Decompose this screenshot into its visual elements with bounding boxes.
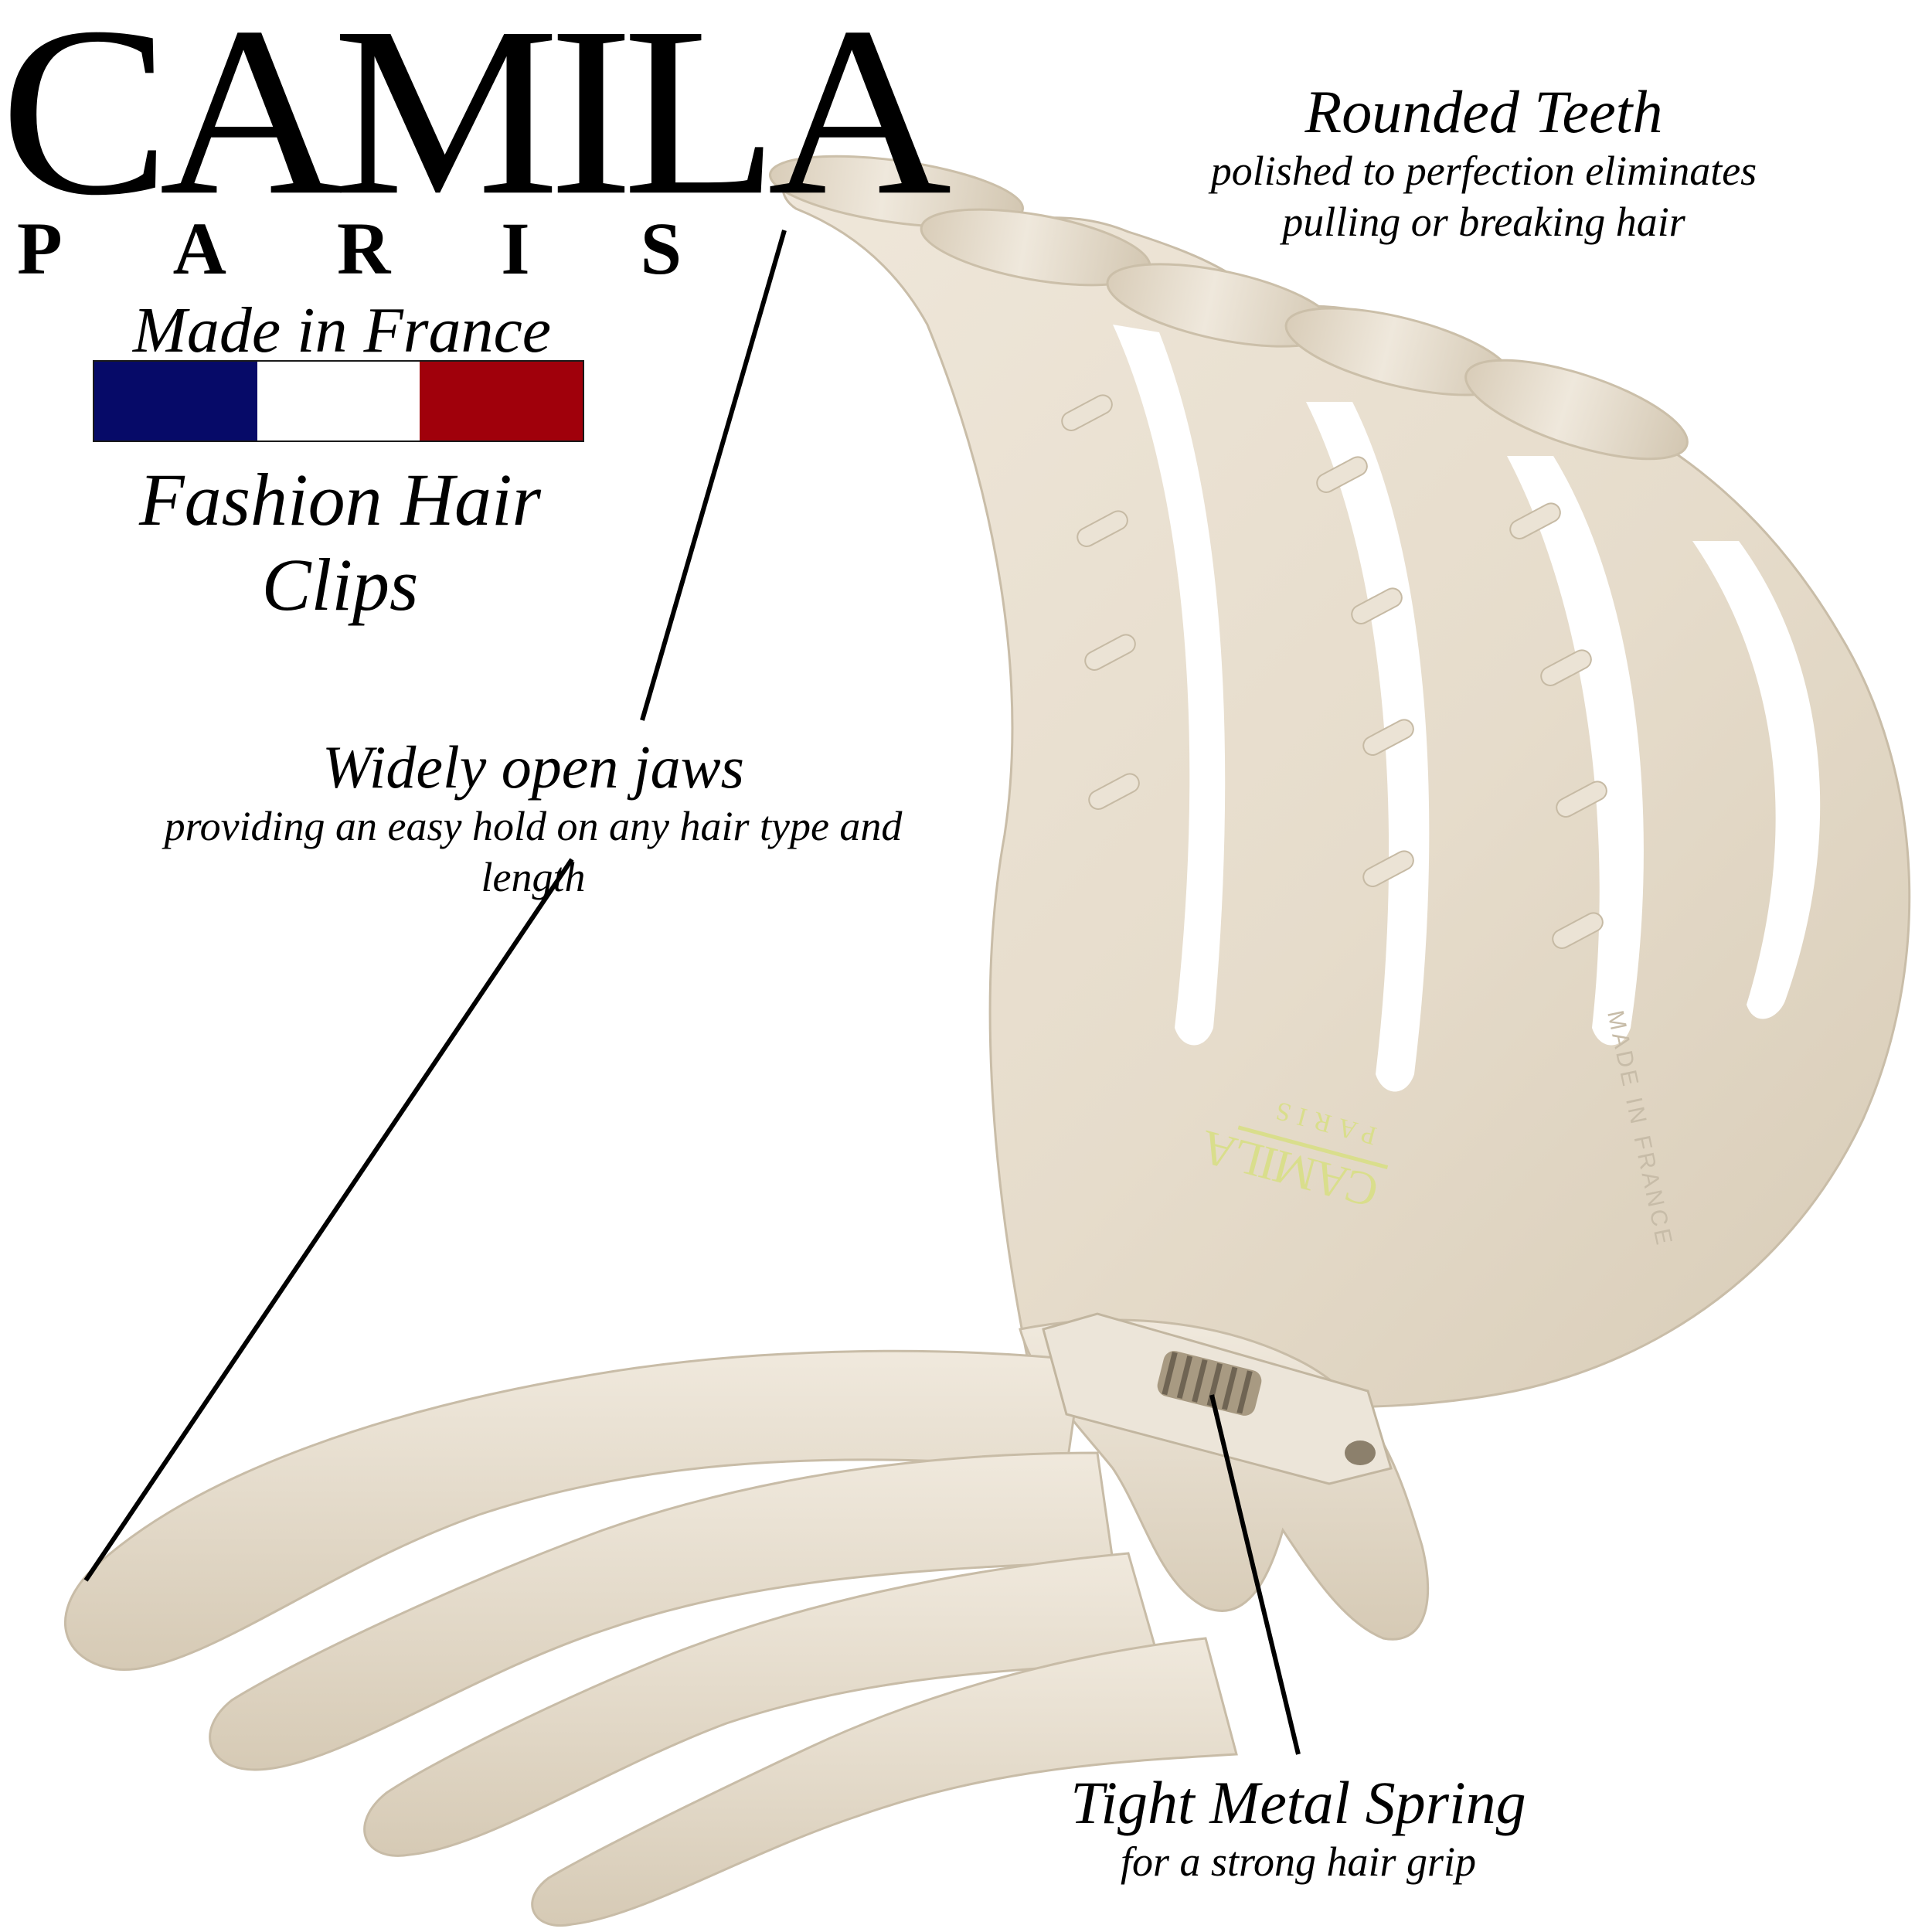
brand-city-letter: A	[172, 207, 226, 290]
callout-description: for a strong hair grip	[1120, 1838, 1477, 1885]
leader-line-spring	[1209, 1394, 1301, 1755]
callout-title: Tight Metal Spring	[1070, 1769, 1526, 1836]
callout-description: polished to perfection eliminates	[1210, 148, 1757, 194]
product-tagline: Fashion Hair Clips	[138, 458, 542, 626]
callout-rounded-teeth: Rounded Teeth polished to perfection eli…	[1206, 79, 1762, 247]
lower-jaw	[63, 1312, 1430, 1927]
brand-logo: CAMILA	[0, 0, 952, 246]
flag-stripe-blue	[94, 362, 257, 440]
callout-description: pulling or breaking hair	[1282, 199, 1685, 245]
made-in-france-label: Made in France	[132, 294, 552, 366]
callout-open-jaws: Widely open jaws providing an easy hold …	[116, 734, 951, 903]
brand-city-letter: P	[17, 207, 63, 290]
brand-city-letter: R	[336, 207, 391, 290]
callout-metal-spring: Tight Metal Spring for a strong hair gri…	[1051, 1770, 1546, 1887]
brand-city: P A R I S	[17, 210, 682, 287]
brand-city-letter: I	[501, 207, 530, 290]
callout-description: providing an easy hold on any hair type …	[164, 803, 903, 900]
french-flag-icon	[93, 360, 584, 442]
brand-city-letter: S	[640, 207, 682, 290]
leader-lines	[83, 230, 1301, 1755]
metal-spring	[1157, 1351, 1376, 1465]
flag-stripe-red	[420, 362, 583, 440]
leader-line-teeth	[640, 230, 787, 721]
leader-line-jaws	[83, 858, 574, 1582]
callout-title: Rounded Teeth	[1304, 78, 1663, 145]
flag-stripe-white	[257, 362, 420, 440]
upper-jaw: CAMILA PARIS MADE IN FRANCE	[769, 155, 1911, 1409]
callout-title: Widely open jaws	[322, 733, 744, 801]
